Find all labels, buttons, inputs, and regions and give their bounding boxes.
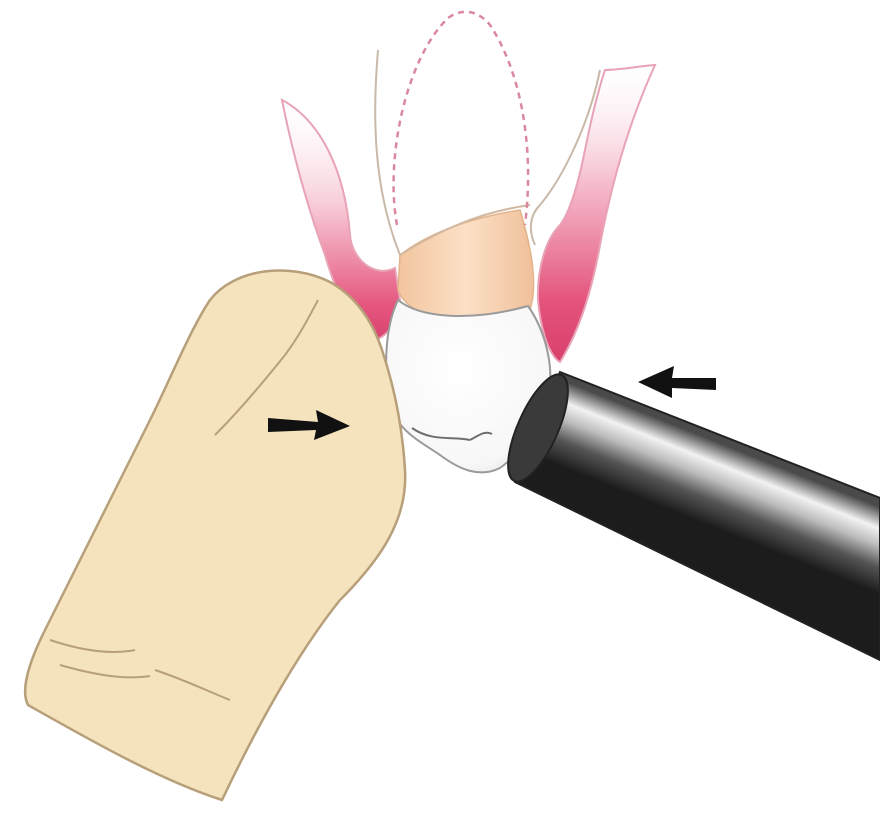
finger xyxy=(25,270,405,800)
gingiva-right xyxy=(538,65,655,362)
instrument xyxy=(496,367,880,660)
tooth-displaced-outline xyxy=(394,12,529,225)
instrument-handle xyxy=(515,372,880,660)
finger-body xyxy=(25,270,405,800)
pressure-arrow-instrument-icon xyxy=(638,366,716,398)
root-body xyxy=(398,210,534,323)
